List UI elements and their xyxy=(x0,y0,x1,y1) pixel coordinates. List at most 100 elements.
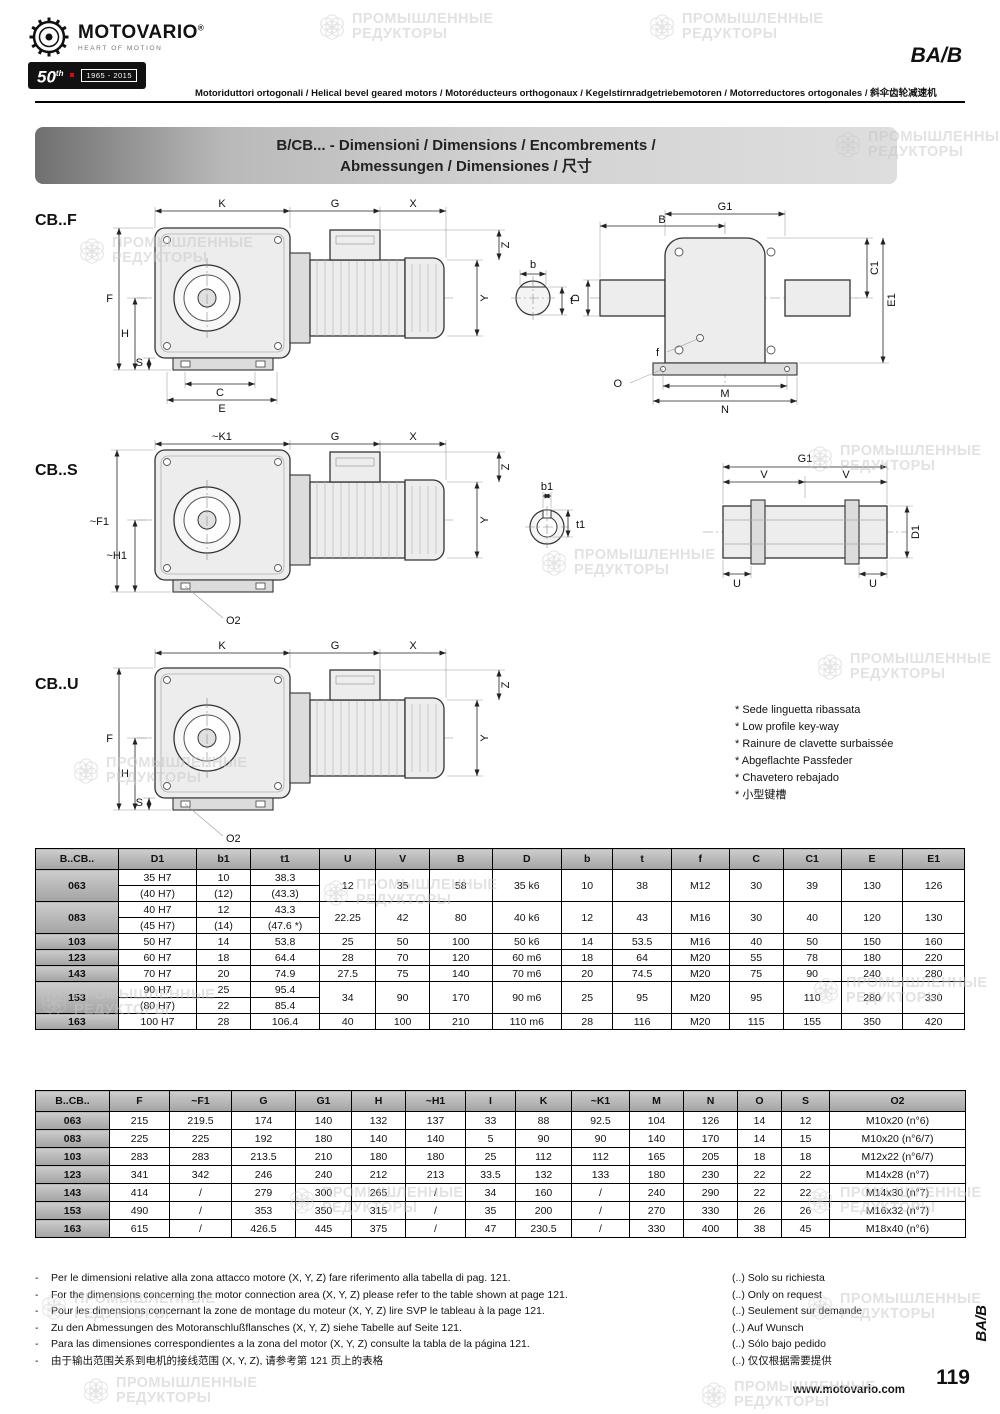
dim-label-S: S xyxy=(136,357,143,369)
table-cell: 155 xyxy=(782,1013,842,1030)
gearmotor-side-view xyxy=(136,227,456,371)
table-cell: 50 H7 xyxy=(117,933,198,950)
table-cell: 120 xyxy=(428,949,493,966)
table-cell: 116 xyxy=(612,1013,672,1030)
dim-label-K1: ~K1 xyxy=(212,432,232,443)
table-cell: 95 xyxy=(612,981,672,1014)
table-cell: 40 k6 xyxy=(491,901,563,934)
table-cell: / xyxy=(169,1201,232,1220)
row-label: 083 xyxy=(35,901,119,934)
table-cell: (40 H7) xyxy=(117,885,198,902)
table-cell: M16 xyxy=(670,901,730,934)
section-label-cbs: CB..S xyxy=(35,462,78,479)
watermark-logo-icon xyxy=(702,1382,726,1408)
table-cell: 40 xyxy=(782,901,842,934)
table-cell: 120 xyxy=(840,901,904,934)
column-header: B..CB.. xyxy=(35,848,119,870)
dim-label-H: H xyxy=(121,328,129,340)
banner-line-1: B/CB... - Dimensioni / Dimensions / Enco… xyxy=(276,137,656,154)
table-cell: 246 xyxy=(231,1165,296,1184)
table-cell: 170 xyxy=(683,1129,738,1148)
table-cell: 39 xyxy=(782,869,842,902)
column-header: G1 xyxy=(295,1090,352,1112)
table-cell: 283 xyxy=(169,1147,232,1166)
footnotes-right: (..) Solo su richiesta(..) Only on reque… xyxy=(732,1270,962,1369)
hollow-shaft-detail-view: G1 V V D1 U U xyxy=(703,453,922,590)
dim-label-D1: D1 xyxy=(910,525,922,539)
dim-label-K: K xyxy=(218,198,226,210)
table-cell: (47.6 *) xyxy=(249,917,321,934)
column-header: U xyxy=(319,848,377,870)
table-cell: 22 xyxy=(781,1165,830,1184)
row-label: 123 xyxy=(35,949,119,966)
row-label: 083 xyxy=(35,1129,110,1148)
dim-label-C: C xyxy=(216,387,224,399)
dim-label-O2: O2 xyxy=(226,833,241,845)
table-cell: 10 xyxy=(560,869,614,902)
table-cell: 210 xyxy=(295,1147,352,1166)
section-label-cbu: CB..U xyxy=(35,676,79,693)
table-cell: 215 xyxy=(109,1111,170,1130)
list-item: (..) 仅仅根据需要提供 xyxy=(732,1354,832,1367)
column-header: S xyxy=(781,1090,830,1112)
table-cell: 53.5 xyxy=(612,933,672,950)
table-cell: 160 xyxy=(902,933,965,950)
table-cell: 64.4 xyxy=(249,949,321,966)
table-cell: 90 m6 xyxy=(491,981,563,1014)
front-view: G1 B D C1 E1 f O M N xyxy=(570,201,898,416)
mounting-feet xyxy=(652,362,798,376)
dim-label-B: B xyxy=(658,214,665,226)
column-header: E1 xyxy=(902,848,965,870)
table-cell: 106.4 xyxy=(249,1013,321,1030)
list-item: * Sede linguetta ribassata xyxy=(735,704,861,716)
gear-icon xyxy=(29,17,69,57)
table-cell: 25 xyxy=(196,981,251,998)
table-cell: 18 xyxy=(560,949,614,966)
dim-label-E: E xyxy=(218,403,225,415)
column-header: E xyxy=(840,848,904,870)
table-cell: 375 xyxy=(351,1219,406,1238)
table-cell: 58 xyxy=(428,869,493,902)
hollow-shaft-section-view: b1 t1 xyxy=(525,481,585,548)
dim-label-H: H xyxy=(121,768,129,780)
table-cell: M20 xyxy=(670,949,730,966)
column-header: F xyxy=(109,1090,170,1112)
column-header: f xyxy=(670,848,730,870)
table-cell: 132 xyxy=(515,1165,572,1184)
column-header: N xyxy=(683,1090,738,1112)
dim-label-G: G xyxy=(331,432,340,443)
table-cell: 92.5 xyxy=(571,1111,630,1130)
table-cell: 219.5 xyxy=(169,1111,232,1130)
series-code: BA/B xyxy=(910,44,962,67)
shaft-section-view: b t xyxy=(511,259,573,320)
table-cell: 290 xyxy=(683,1183,738,1202)
table-cell: 133 xyxy=(571,1165,630,1184)
housing-front xyxy=(664,237,766,364)
table-cell: 192 xyxy=(231,1129,296,1148)
dim-label-b1: b1 xyxy=(541,481,553,493)
table-cell: 90 xyxy=(571,1129,630,1148)
list-bullet: - xyxy=(35,1288,39,1301)
table-cell: 47 xyxy=(465,1219,516,1238)
page-number: 119 xyxy=(936,1366,970,1389)
anniversary-50: 50th xyxy=(37,67,64,87)
table-cell: / xyxy=(169,1219,232,1238)
table-cell: 126 xyxy=(902,869,965,902)
column-header: B xyxy=(428,848,493,870)
table-cell: 240 xyxy=(629,1183,684,1202)
dim-label-Y: Y xyxy=(479,294,491,302)
list-item: (..) Seulement sur demande xyxy=(732,1305,863,1317)
title-banner: B/CB... - Dimensioni / Dimensions / Enco… xyxy=(35,127,897,184)
list-bullet: - xyxy=(35,1321,39,1334)
table-cell: 34 xyxy=(319,981,377,1014)
header-rule xyxy=(35,101,965,103)
dim-label-N: N xyxy=(721,404,729,416)
table-cell: (43.3) xyxy=(249,885,321,902)
table-cell: 22 xyxy=(737,1183,782,1202)
table-cell: 33.5 xyxy=(465,1165,516,1184)
